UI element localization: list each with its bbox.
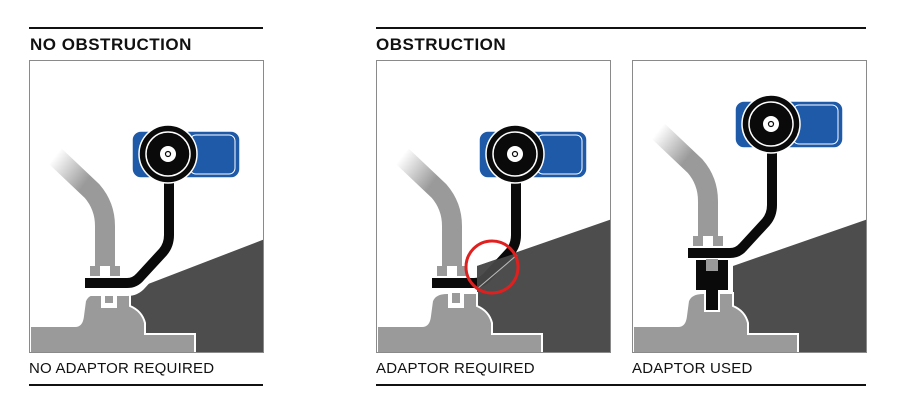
panel-no-adaptor-required [29, 60, 264, 353]
background-spoke [651, 123, 718, 236]
obstruction-slope [130, 239, 263, 352]
illustration-obstruction [377, 124, 610, 352]
heading-no-obstruction: NO OBSTRUCTION [30, 35, 192, 54]
caption-adaptor-used: ADAPTOR USED [632, 360, 753, 377]
caption-adaptor-required: ADAPTOR REQUIRED [376, 360, 535, 377]
obstruction-slope [733, 219, 866, 352]
rim-profile [633, 292, 799, 352]
top-rule-right [376, 27, 866, 29]
valve-arm [688, 146, 777, 258]
bottom-rule-left [29, 384, 263, 386]
nut-right [110, 266, 120, 276]
illustration-adaptor-used [633, 94, 866, 352]
tpms-sensor [734, 94, 844, 154]
tpms-sensor [478, 124, 588, 184]
panel-adaptor-required [376, 60, 611, 353]
adaptor [694, 258, 730, 312]
illustration-no-obstruction [30, 124, 263, 352]
nut-left [90, 266, 100, 276]
caption-no-adaptor-required: NO ADAPTOR REQUIRED [29, 360, 215, 377]
heading-obstruction: OBSTRUCTION [376, 35, 507, 54]
bottom-rule-right [376, 384, 866, 386]
obstruction-slope [477, 219, 610, 352]
background-spoke [48, 148, 115, 266]
background-spoke [395, 148, 462, 266]
top-rule-left [29, 27, 263, 29]
valve-stem-inner [105, 293, 113, 303]
panel-adaptor-used [632, 60, 867, 353]
rim-profile [377, 292, 543, 352]
highlight-circle [464, 239, 520, 295]
tpms-sensor [131, 124, 241, 184]
